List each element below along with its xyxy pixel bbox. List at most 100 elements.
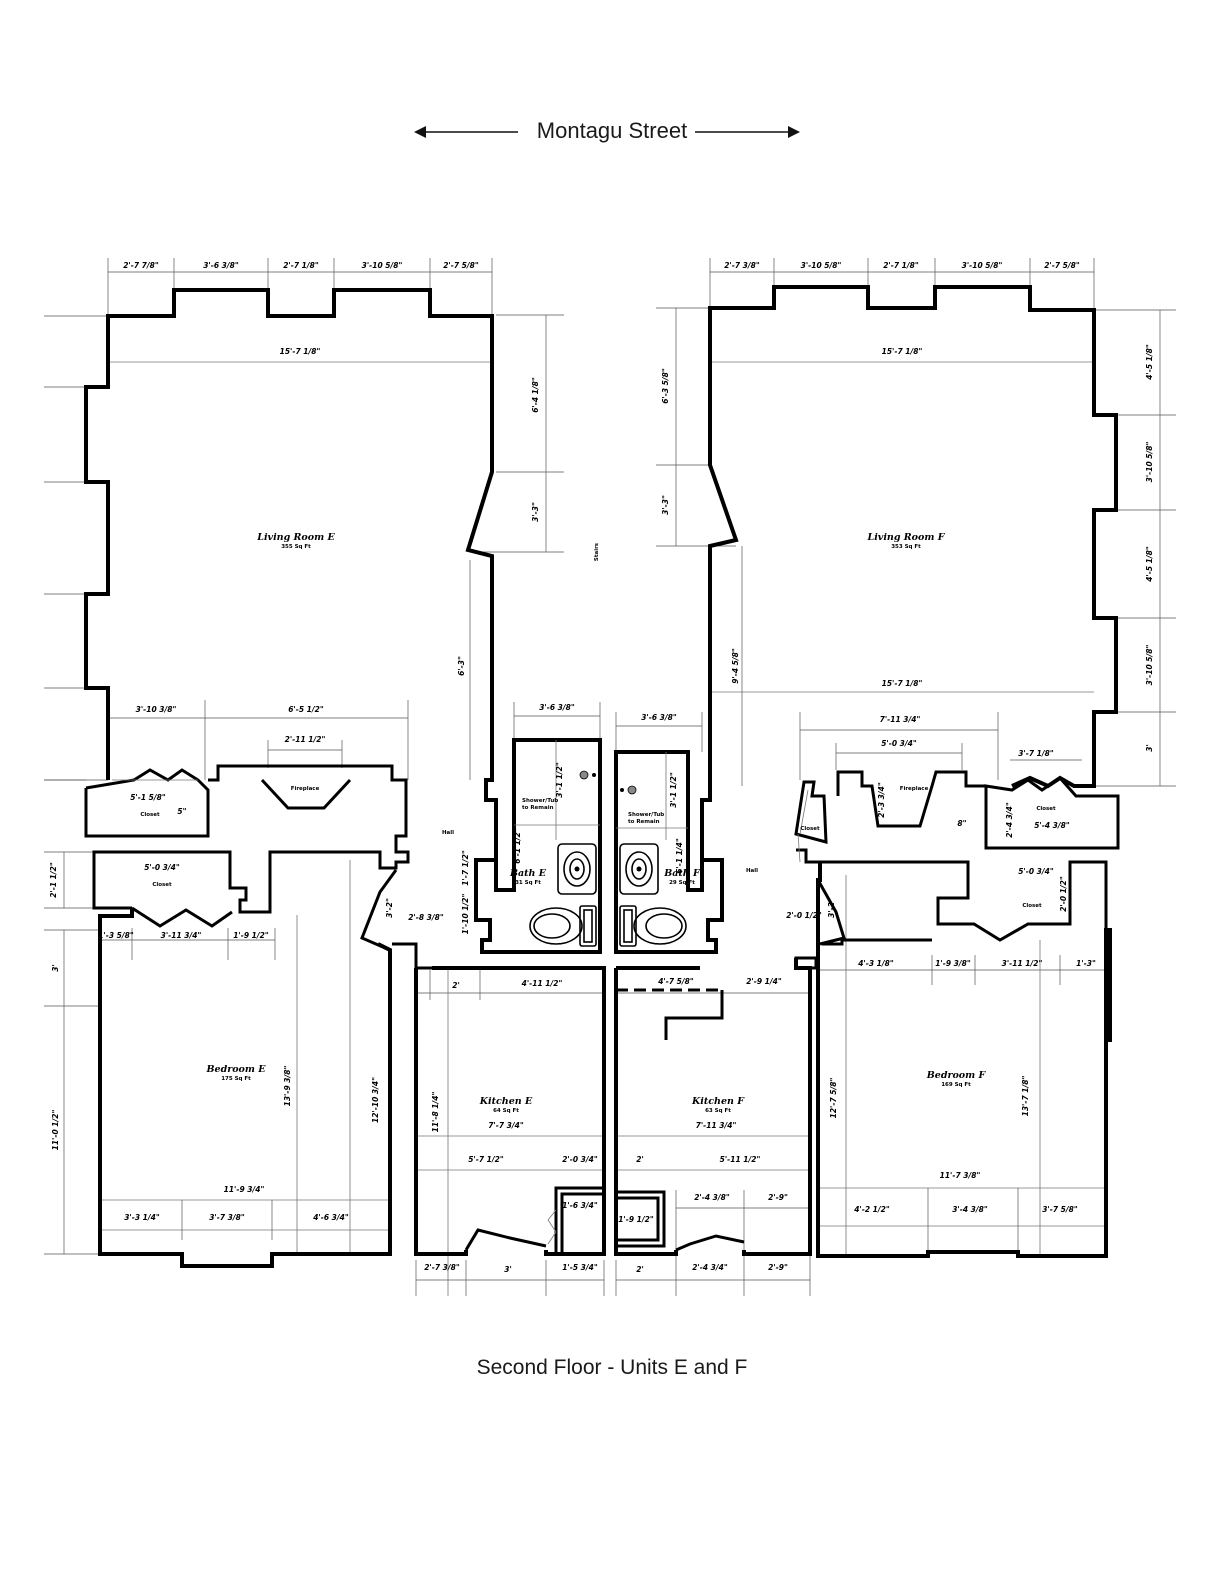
room-labels: Living Room E 355 Sq Ft Living Room F 35… bbox=[140, 532, 1056, 1114]
dim-closet-f-depth: 2'-4 3/4" bbox=[1005, 802, 1014, 838]
dim-hall-e: 6'-3" bbox=[457, 656, 466, 676]
dim-kitchen-f-lower-2: 2'-9" bbox=[768, 1193, 788, 1202]
shower-valve-e bbox=[579, 770, 589, 780]
dim-door-bed-e: 3'-2" bbox=[385, 898, 394, 918]
dim-kitchen-e-top-2: 4'-11 1/2" bbox=[522, 979, 563, 988]
left-arrow-head bbox=[414, 126, 426, 138]
dim-bedroom-f-bottom-1: 4'-2 1/2" bbox=[854, 1205, 890, 1214]
dim-bedroom-f-top-2: 1'-9 3/8" bbox=[935, 959, 971, 968]
doors bbox=[360, 789, 846, 952]
dimension-lines bbox=[44, 258, 1176, 1296]
dim-top-f-1: 2'-7 3/8" bbox=[724, 261, 760, 270]
dim-kitchen-f-inner-2: 5'-11 1/2" bbox=[720, 1155, 761, 1164]
shower-valve-f bbox=[627, 785, 637, 795]
dim-door-e: 3'-3" bbox=[531, 502, 540, 522]
dim-kitchen-e-bottom-1: 2'-7 3/8" bbox=[424, 1263, 460, 1272]
dim-right-f-3: 4'-5 1/8" bbox=[1145, 546, 1154, 582]
dim-hall-f-small: 8" bbox=[957, 819, 966, 828]
dim-top-f-2: 3'-10 5/8" bbox=[801, 261, 842, 270]
room-name-bedroom-f: Bedroom F bbox=[926, 1070, 987, 1081]
dim-right-f-5: 3' bbox=[1145, 744, 1154, 752]
dim-misc-e: 2'-8 3/8" bbox=[408, 913, 444, 922]
dim-right-f-4: 3'-10 5/8" bbox=[1145, 645, 1154, 686]
dim-bedroom-e-top-1: 1'-3 5/8" bbox=[98, 931, 134, 940]
dim-closet-f-top: 5'-0 3/4" bbox=[1018, 867, 1054, 876]
dim-fireplace-f-w: 7'-11 3/4" bbox=[880, 715, 921, 724]
dim-kitchen-f-inner-1: 2' bbox=[636, 1155, 644, 1164]
dim-bedroom-e-left-2: 11'-0 1/2" bbox=[51, 1110, 60, 1151]
closet-label-f3: Closet bbox=[800, 826, 820, 832]
dimension-labels: 2'-7 7/8" 3'-6 3/8" 2'-7 1/8" 3'-10 5/8"… bbox=[49, 261, 1154, 1274]
dim-hall-e-left-1: 1'-7 1/2" bbox=[461, 850, 470, 886]
dim-hall-e-left-2: 1'-10 1/2" bbox=[461, 894, 470, 935]
dim-kitchen-f-top-1: 4'-7 5/8" bbox=[658, 977, 694, 986]
unit-e-walls bbox=[84, 288, 602, 1268]
dim-top-e-2: 3'-6 3/8" bbox=[203, 261, 239, 270]
dim-kitchen-e-bottom-2: 3' bbox=[504, 1265, 512, 1274]
shower-head-f bbox=[620, 788, 624, 792]
hall-label-e: Hall bbox=[442, 830, 454, 836]
dim-bath-f-w: 3'-6 3/8" bbox=[641, 713, 677, 722]
plan-caption: Second Floor - Units E and F bbox=[476, 1356, 748, 1379]
closet-label-f1: Closet bbox=[1036, 806, 1056, 812]
room-area-kitchen-e: 64 Sq Ft bbox=[493, 1108, 519, 1114]
room-name-kitchen-f: Kitchen F bbox=[691, 1096, 745, 1107]
dim-closet-e-small: 5'-1 5/8" bbox=[130, 793, 166, 802]
dim-bedroom-e-width: 11'-9 3/4" bbox=[224, 1185, 265, 1194]
dim-closet-e-depth: 2'-1 1/2" bbox=[49, 862, 58, 898]
room-name-bath-f: Bath F bbox=[663, 868, 701, 879]
dim-bedroom-f-top-1: 4'-3 1/8" bbox=[858, 959, 894, 968]
dim-bedroom-e-bottom-1: 3'-3 1/4" bbox=[124, 1213, 160, 1222]
dim-kitchen-f-bottom-2: 2'-4 3/4" bbox=[692, 1263, 728, 1272]
dim-bedroom-e-top-2: 3'-11 3/4" bbox=[161, 931, 202, 940]
dim-fireplace-f-inner: 5'-0 3/4" bbox=[881, 739, 917, 748]
dim-kitchen-e-inner-1: 5'-7 1/2" bbox=[468, 1155, 504, 1164]
kitchen-walls bbox=[414, 958, 812, 1256]
room-area-living-f: 353 Sq Ft bbox=[891, 544, 921, 550]
room-area-living-e: 355 Sq Ft bbox=[281, 544, 311, 550]
closet-label-e1: Closet bbox=[140, 812, 160, 818]
dim-shower-f: 3'-1 1/2" bbox=[669, 772, 678, 808]
dim-bedroom-e-depth: 13'-9 3/8" bbox=[283, 1066, 292, 1107]
dim-kitchen-e-top-1: 2' bbox=[452, 981, 460, 990]
dim-closet-f-w: 3'-7 1/8" bbox=[1018, 749, 1054, 758]
fireplace-label-f: Fireplace bbox=[900, 786, 929, 792]
dim-bedroom-f-width: 11'-7 3/8" bbox=[940, 1171, 981, 1180]
dim-top-f-3: 2'-7 1/8" bbox=[883, 261, 919, 270]
closet-label-f2: Closet bbox=[1022, 903, 1042, 909]
dim-kitchen-f-lower-1: 2'-4 3/8" bbox=[694, 1193, 730, 1202]
dim-right-f-1: 4'-5 1/8" bbox=[1145, 344, 1154, 380]
dim-bedroom-e-right: 12'-10 3/4" bbox=[371, 1077, 380, 1123]
dim-bedroom-f-bottom-2: 3'-4 3/8" bbox=[952, 1205, 988, 1214]
dim-bath-f-depth: 6'-1 1/4" bbox=[675, 838, 684, 874]
room-name-bedroom-e: Bedroom E bbox=[206, 1064, 267, 1075]
dim-kitchen-e-inner-2: 2'-0 3/4" bbox=[562, 1155, 598, 1164]
street-name: Montagu Street bbox=[536, 118, 688, 143]
dim-top-e-1: 2'-7 7/8" bbox=[123, 261, 159, 270]
shower-label-e-2: to Remain bbox=[522, 805, 554, 811]
dim-kitchen-e-depth: 11'-8 1/4" bbox=[431, 1092, 440, 1133]
dim-living-depth-e: 6'-4 1/8" bbox=[531, 377, 540, 413]
room-area-bath-f: 29 Sq Ft bbox=[669, 880, 695, 886]
dim-door-bed-f: 3'-2" bbox=[827, 898, 836, 918]
dim-kitchen-f-top-2: 2'-9 1/4" bbox=[746, 977, 782, 986]
dim-living-lower-e: 6'-5 1/2" bbox=[288, 705, 324, 714]
dim-living-width-f: 15'-7 1/8" bbox=[882, 347, 923, 356]
shower-label-f-2: to Remain bbox=[628, 819, 660, 825]
dim-top-f-4: 3'-10 5/8" bbox=[962, 261, 1003, 270]
dim-shower-e: 3'-1 1/2" bbox=[555, 762, 564, 798]
dim-bedroom-f-top-4: 1'-3" bbox=[1076, 959, 1096, 968]
dim-fireplace-f-depth: 2'-3 3/4" bbox=[877, 782, 886, 818]
dim-bedroom-e-bottom-3: 4'-6 3/4" bbox=[313, 1213, 349, 1222]
dim-closet-f-depth2: 2'-0 1/2" bbox=[1059, 876, 1068, 912]
dim-bedroom-f-depth: 13'-7 1/8" bbox=[1021, 1076, 1030, 1117]
shower-head-e bbox=[592, 773, 596, 777]
dim-pantry-f: 1'-9 1/2" bbox=[618, 1215, 654, 1224]
dim-top-e-5: 2'-7 5/8" bbox=[443, 261, 479, 270]
room-area-bath-e: 31 Sq Ft bbox=[515, 880, 541, 886]
street-direction-arrows bbox=[414, 126, 800, 138]
closet-label-e2: Closet bbox=[152, 882, 172, 888]
unit-f-walls bbox=[614, 285, 1120, 1258]
dim-misc-f: 2'-0 1/2" bbox=[786, 911, 822, 920]
dim-bedroom-e-left-1: 3' bbox=[51, 964, 60, 972]
